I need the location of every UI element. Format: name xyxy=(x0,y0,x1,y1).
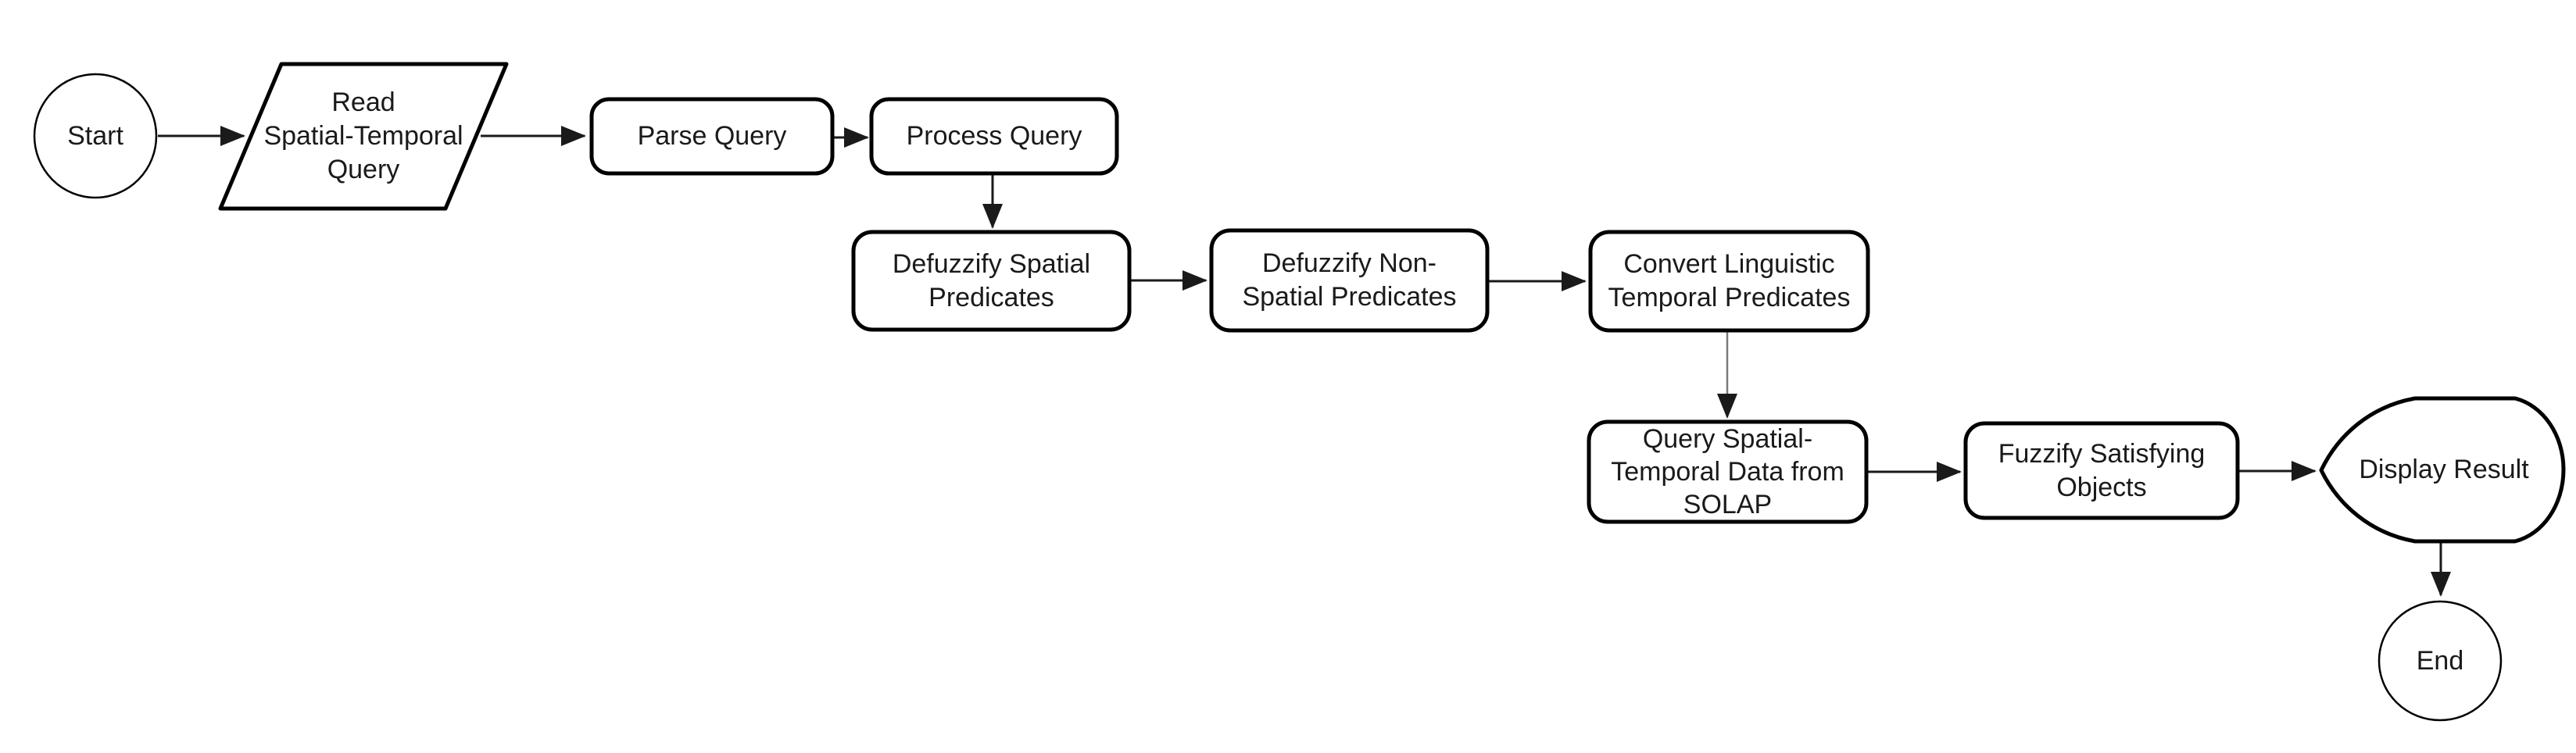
node-read-query-parallelogram xyxy=(218,62,509,211)
node-convert-linguistic-box xyxy=(1588,230,1870,333)
node-process-query-box xyxy=(869,97,1119,176)
node-defuzzify-non-spatial-box xyxy=(1209,228,1490,333)
node-display-result-shape xyxy=(2319,396,2566,544)
node-query-solap-box xyxy=(1587,419,1869,524)
node-start-circle xyxy=(33,73,158,199)
node-fuzzify-objects-box xyxy=(1963,421,2240,520)
node-end-circle xyxy=(2377,600,2503,722)
node-parse-query-box xyxy=(589,97,835,176)
node-defuzzify-spatial-box xyxy=(851,230,1132,332)
